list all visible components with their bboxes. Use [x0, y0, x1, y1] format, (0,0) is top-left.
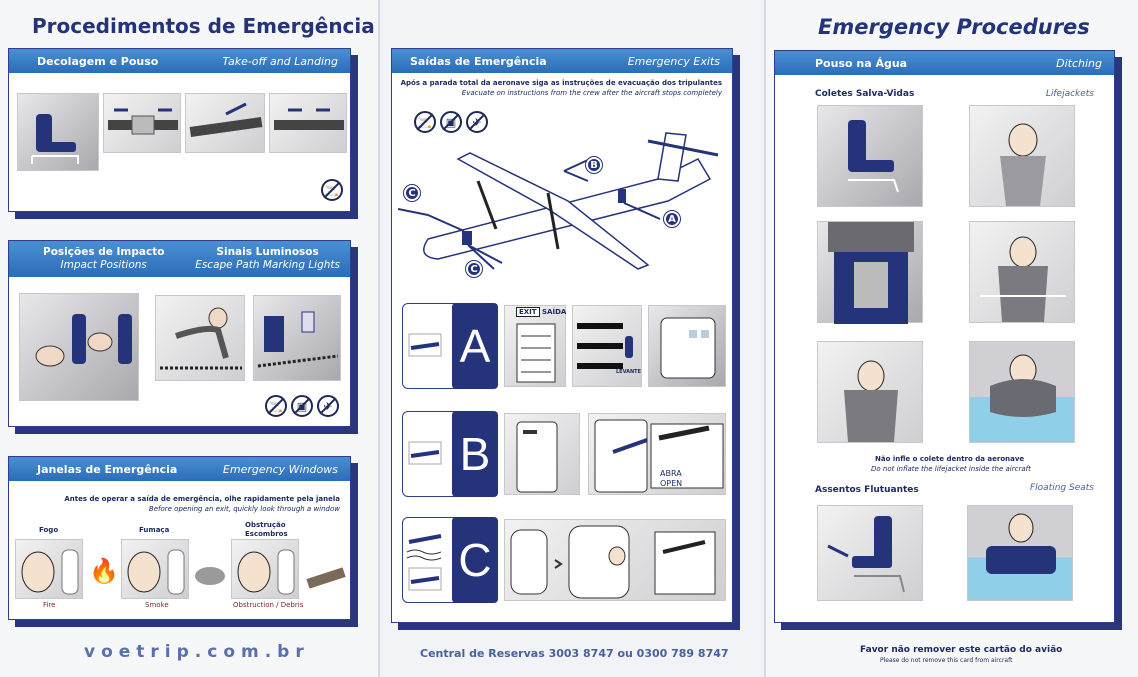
emergency-windows-card: Janelas de Emergência Emergency Windows … — [8, 456, 351, 620]
no-bag-icon: ▣ — [291, 395, 313, 417]
page-title-en: Emergency Procedures — [818, 15, 1090, 39]
seat-upright-illustration — [17, 93, 99, 171]
don-lifejacket-illustration — [969, 105, 1075, 207]
fold-line — [764, 0, 767, 677]
crawl-position-illustration — [155, 295, 245, 381]
fire-face-illustration — [15, 539, 83, 599]
no-phone-icon: ✈ — [317, 395, 339, 417]
inflate-tube-illustration — [817, 341, 923, 443]
impact-title-en: Impact Positions — [60, 259, 147, 271]
exit-b-step1-illustration — [504, 413, 580, 495]
fold-line — [378, 0, 381, 677]
lifejackets-title-pt: Coletes Salva-Vidas — [815, 89, 915, 99]
lights-title-pt: Sinais Luminosos — [216, 246, 319, 258]
exit-sign: EXIT — [516, 307, 540, 317]
lights-title-en: Escape Path Marking Lights — [195, 259, 340, 271]
brace-position-illustration — [19, 293, 139, 401]
website-footer[interactable]: voetrip.com.br — [84, 642, 310, 662]
card-header: Saídas de Emergência Emergency Exits — [392, 49, 732, 73]
exit-b-letter: B — [452, 411, 498, 497]
remove-seat-cushion-illustration — [817, 505, 923, 601]
windows-title-pt: Janelas de Emergência — [37, 462, 178, 476]
seat-lifejacket-illustration — [817, 105, 923, 207]
card-notice-pt: Favor não remover este cartão do avião — [860, 645, 1063, 655]
windows-instruction-pt: Antes de operar a saída de emergência, o… — [64, 495, 340, 503]
ditching-card: Pouso na Água Ditching Coletes Salva-Vid… — [774, 50, 1115, 623]
exit-b-marker: B — [586, 157, 602, 173]
impact-title-pt: Posições de Impacto — [43, 246, 165, 258]
windows-title-en: Emergency Windows — [222, 462, 338, 476]
ditching-title-en: Ditching — [1056, 56, 1102, 70]
impact-lights-card: Posições de Impacto Impact Positions Sin… — [8, 240, 351, 427]
obstruction-face-illustration — [231, 539, 299, 599]
card-header: Pouso na Água Ditching — [775, 51, 1114, 75]
no-bag-icon: ▣ — [440, 111, 462, 133]
debris-icon — [306, 567, 346, 589]
obstruction-label-pt: Obstrução Escombros — [245, 521, 288, 538]
takeoff-title-pt: Decolagem e Pouso — [37, 54, 159, 68]
exit-c-steps-illustration — [504, 519, 726, 601]
floating-seats-title-pt: Assentos Flutuantes — [815, 485, 919, 495]
exit-c-letter: C — [452, 517, 498, 603]
exits-instruction-en: Evacuate on instructions from the crew a… — [461, 89, 722, 97]
emergency-exits-card: Saídas de Emergência Emergency Exits Apó… — [391, 48, 733, 623]
exits-title-en: Emergency Exits — [627, 54, 720, 68]
lifejacket-warning-en: Do not inflate the lifejacket inside the… — [871, 465, 1031, 473]
exit-c-marker: C — [404, 185, 420, 201]
aircraft-diagram — [397, 119, 728, 289]
card-notice-en: Please do not remove this card from airc… — [880, 657, 1013, 664]
no-smoking-icon: 🚬 — [414, 111, 436, 133]
exit-b-step2-illustration — [588, 413, 726, 495]
exit-c-marker: C — [466, 261, 482, 277]
card-header: Posições de Impacto Impact Positions Sin… — [9, 241, 350, 277]
windows-instruction-en: Before opening an exit, quickly look thr… — [148, 505, 340, 513]
page-title: Procedimentos de Emergência — [32, 14, 375, 38]
exit-a-letter: A — [452, 303, 498, 389]
obstruction-label-en: Obstruction / Debris — [233, 601, 304, 609]
exit-sign-pt: SAÍDA — [542, 308, 567, 316]
smoke-label-pt: Fumaça — [139, 526, 170, 534]
open-label-pt: ABRA — [660, 469, 682, 478]
open-label-en: OPEN — [660, 479, 683, 488]
lifejacket-warning-pt: Não infle o colete dentro da aeronave — [875, 455, 1025, 463]
exit-a-step2-illustration — [572, 305, 642, 387]
floor-lights-illustration — [253, 295, 341, 381]
reservations-footer[interactable]: Central de Reservas 3003 8747 ou 0300 78… — [420, 647, 729, 660]
no-smoking-icon: 🚬 — [265, 395, 287, 417]
exit-a-step3-illustration — [648, 305, 726, 387]
fire-label-pt: Fogo — [39, 526, 59, 534]
fire-label-en: Fire — [43, 601, 56, 609]
hold-floating-seat-illustration — [967, 505, 1073, 601]
takeoff-title-en: Take-off and Landing — [222, 54, 338, 68]
fire-icon: 🔥 — [89, 557, 119, 585]
seatbelt-tighten-illustration — [185, 93, 265, 153]
card-header: Decolagem e Pouso Take-off and Landing — [9, 49, 350, 73]
floating-seats-title-en: Floating Seats — [1030, 483, 1094, 493]
tighten-straps-illustration — [969, 221, 1075, 323]
lift-label: LEVANTE — [616, 369, 642, 375]
ditching-title-pt: Pouso na Água — [815, 56, 908, 70]
fasten-lifejacket-illustration — [817, 221, 923, 324]
seatbelt-fasten-illustration — [103, 93, 181, 153]
no-smoking-icon: 🚬 — [321, 179, 343, 201]
smoke-icon — [195, 567, 225, 585]
smoke-label-en: Smoke — [145, 601, 169, 609]
no-phone-icon: ✈ — [466, 111, 488, 133]
exits-instruction-pt: Após a parada total da aeronave siga as … — [400, 79, 722, 87]
lifejackets-title-en: Lifejackets — [1045, 89, 1094, 99]
card-header: Janelas de Emergência Emergency Windows — [9, 457, 350, 481]
smoke-face-illustration — [121, 539, 189, 599]
seatbelt-release-illustration — [269, 93, 347, 153]
takeoff-landing-card: Decolagem e Pouso Take-off and Landing 🚬 — [8, 48, 351, 212]
exit-a-step1-illustration — [504, 305, 566, 387]
exits-title-pt: Saídas de Emergência — [410, 54, 547, 68]
inflated-in-water-illustration — [969, 341, 1075, 443]
exit-a-marker: A — [664, 211, 680, 227]
